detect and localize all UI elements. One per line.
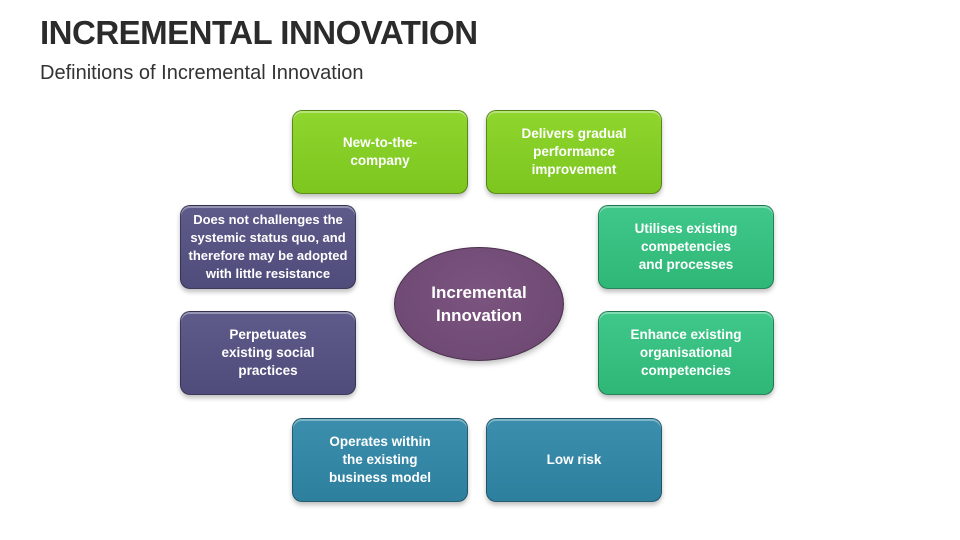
box-existing-business-model: Operates within the existing business mo… [292,418,468,502]
center-ellipse: Incremental Innovation [394,247,564,361]
box-social-practices: Perpetuates existing social practices [180,311,356,395]
box-status-quo: Does not challenges the systemic status … [180,205,356,289]
box-gradual-performance: Delivers gradual performance improvement [486,110,662,194]
page-subtitle: Definitions of Incremental Innovation [40,62,364,84]
box-existing-competencies: Utilises existing competencies and proce… [598,205,774,289]
box-organisational-competencies: Enhance existing organisational competen… [598,311,774,395]
box-new-to-the-company: New-to-the- company [292,110,468,194]
box-low-risk: Low risk [486,418,662,502]
page-title: INCREMENTAL INNOVATION [40,14,478,51]
